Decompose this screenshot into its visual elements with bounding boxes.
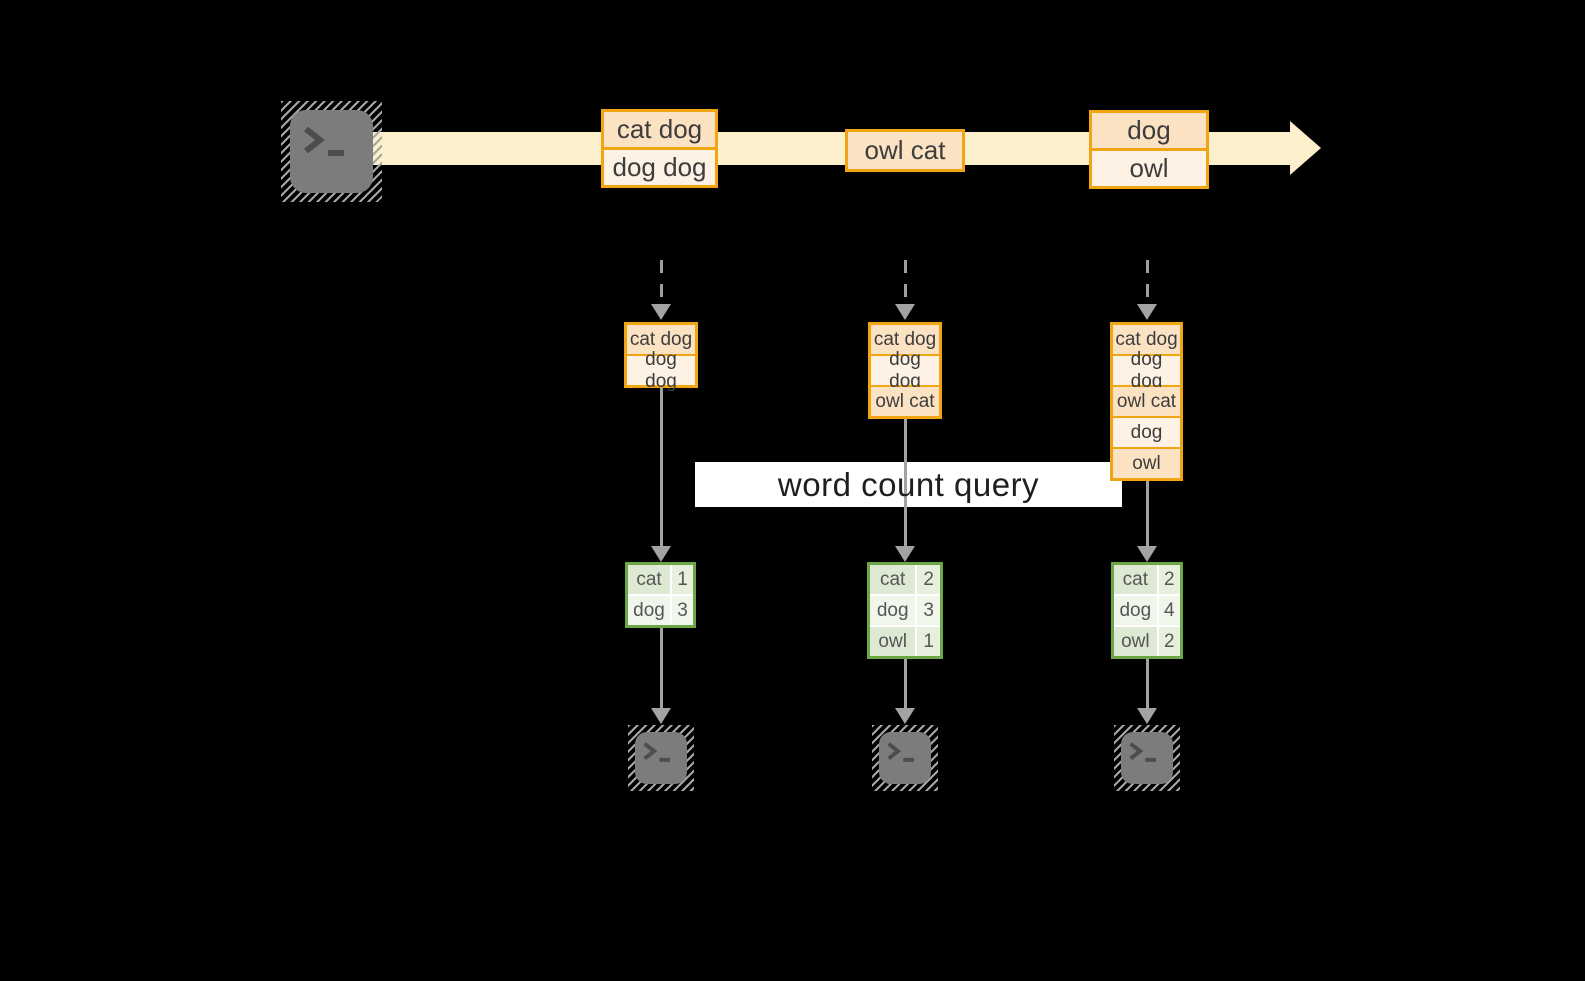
table-row: dog 4 — [1114, 596, 1180, 625]
count-table-3: cat 2 dog 4 owl 2 — [1111, 562, 1183, 659]
batch-line: owl — [1092, 151, 1206, 186]
sink-terminal-icon-2 — [872, 725, 938, 791]
stack-line: owl cat — [1113, 387, 1180, 416]
dashed-arrow-head-2 — [895, 304, 915, 320]
dashed-arrow-line-2 — [903, 260, 907, 304]
accumulated-stack-3: cat dog dog dog owl cat dog owl — [1110, 322, 1183, 481]
sink-arrow-line-1 — [659, 628, 663, 708]
count-cell: 1 — [917, 627, 940, 656]
terminal-prompt-icon — [887, 742, 915, 763]
sink-arrow-head-1 — [651, 708, 671, 724]
batch-line: dog — [1092, 113, 1206, 148]
stack-line: cat dog — [871, 325, 939, 354]
query-arrow-line-2 — [903, 419, 907, 546]
terminal-icon — [290, 110, 373, 193]
dashed-arrow-head-3 — [1137, 304, 1157, 320]
sink-arrow-head-3 — [1137, 708, 1157, 724]
word-cell: dog — [1114, 596, 1157, 625]
count-cell: 2 — [1158, 565, 1180, 594]
stream-arrowhead — [1290, 121, 1321, 175]
count-cell: 3 — [672, 596, 693, 625]
batch-line: owl cat — [848, 132, 962, 169]
accumulated-stack-2: cat dog dog dog owl cat — [868, 322, 942, 419]
terminal-prompt-icon — [303, 126, 344, 156]
count-table-1: cat 1 dog 3 — [625, 562, 696, 628]
stream-batch-3: dog owl — [1089, 110, 1209, 189]
count-cell: 2 — [917, 565, 940, 594]
query-banner-label: word count query — [777, 465, 1040, 503]
stack-line: dog dog — [871, 349, 939, 392]
count-cell: 3 — [917, 596, 940, 625]
sink-arrow-head-2 — [895, 708, 915, 724]
sink-arrow-line-2 — [903, 659, 907, 708]
word-cell: dog — [628, 596, 670, 625]
batch-line: dog dog — [604, 150, 715, 185]
table-row: owl 1 — [870, 627, 940, 656]
table-row: cat 2 — [1114, 565, 1180, 594]
query-arrow-head-3 — [1137, 546, 1157, 562]
table-row: owl 2 — [1114, 627, 1180, 656]
source-terminal-icon — [281, 101, 382, 202]
word-cell: cat — [870, 565, 916, 594]
dashed-arrow-line-1 — [659, 260, 663, 304]
stream-batch-1: cat dog dog dog — [601, 109, 718, 188]
stack-line: dog — [1113, 418, 1180, 447]
table-row: cat 1 — [628, 565, 693, 594]
terminal-icon — [879, 732, 931, 784]
stack-line: cat dog — [627, 325, 695, 354]
terminal-prompt-icon — [1129, 742, 1157, 763]
count-cell: 1 — [672, 565, 693, 594]
dashed-arrow-head-1 — [651, 304, 671, 320]
word-cell: owl — [870, 627, 916, 656]
query-arrow-line-1 — [659, 387, 663, 546]
terminal-icon — [635, 732, 687, 784]
count-cell: 2 — [1158, 627, 1180, 656]
count-table-2: cat 2 dog 3 owl 1 — [867, 562, 943, 659]
stack-line: owl — [1113, 449, 1180, 478]
table-row: cat 2 — [870, 565, 940, 594]
query-banner-background — [695, 462, 1122, 507]
terminal-icon — [1121, 732, 1173, 784]
stream-batch-2: owl cat — [845, 129, 965, 172]
sink-terminal-icon-1 — [628, 725, 694, 791]
sink-terminal-icon-3 — [1114, 725, 1180, 791]
word-cell: dog — [870, 596, 916, 625]
batch-line: cat dog — [604, 112, 715, 147]
stack-line: owl cat — [871, 387, 939, 416]
query-arrow-head-1 — [651, 546, 671, 562]
table-row: dog 3 — [628, 596, 693, 625]
dashed-arrow-line-3 — [1145, 260, 1149, 304]
stack-line: dog dog — [627, 349, 695, 392]
word-cell: cat — [1114, 565, 1157, 594]
table-row: dog 3 — [870, 596, 940, 625]
accumulated-stack-1: cat dog dog dog — [624, 322, 698, 392]
stack-line: dog dog — [1113, 349, 1180, 392]
stack-line: cat dog — [1113, 325, 1180, 354]
word-cell: owl — [1114, 627, 1157, 656]
count-cell: 4 — [1158, 596, 1180, 625]
query-arrow-line-3 — [1145, 481, 1149, 546]
terminal-prompt-icon — [643, 742, 671, 763]
word-cell: cat — [628, 565, 670, 594]
sink-arrow-line-3 — [1145, 659, 1149, 708]
query-arrow-head-2 — [895, 546, 915, 562]
